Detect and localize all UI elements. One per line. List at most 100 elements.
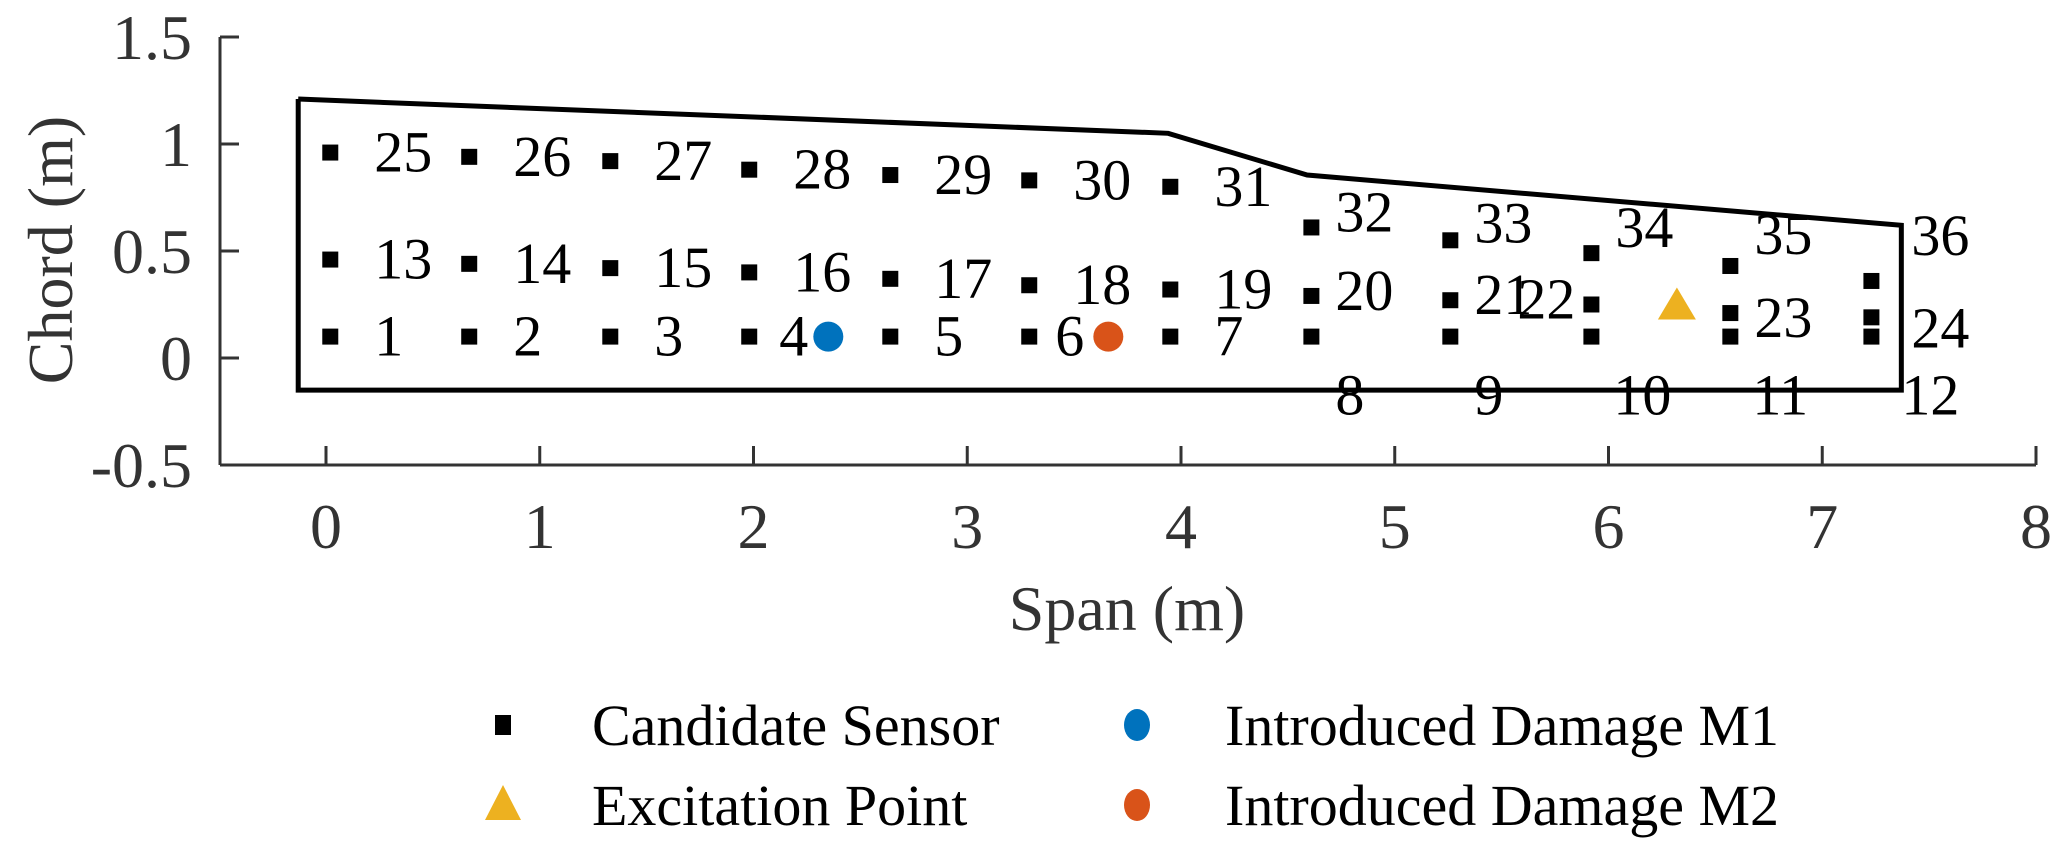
sensor-label: 28 xyxy=(793,137,851,202)
sensor-label: 31 xyxy=(1214,154,1272,219)
sensor-label: 1 xyxy=(374,304,403,369)
sensor-label: 27 xyxy=(654,128,712,193)
x-tick-label: 6 xyxy=(1593,491,1625,562)
sensor-label: 3 xyxy=(654,304,683,369)
sensor-label: 14 xyxy=(513,231,571,296)
sensor-marker xyxy=(1303,219,1320,236)
y-tick-label: 0 xyxy=(160,323,192,394)
sensor-label: 18 xyxy=(1073,252,1131,317)
x-tick-label: 3 xyxy=(951,491,983,562)
legend-circle-icon xyxy=(1124,709,1150,741)
x-tick-label: 7 xyxy=(1806,491,1838,562)
sensor-label: 5 xyxy=(934,304,963,369)
plot-marks xyxy=(322,144,1880,352)
sensor-marker xyxy=(602,260,619,277)
legend-label: Excitation Point xyxy=(592,773,967,838)
sensor-marker xyxy=(1303,287,1320,304)
sensor-label: 10 xyxy=(1613,363,1671,428)
sensor-label: 6 xyxy=(1055,304,1084,369)
sensor-marker xyxy=(461,328,478,345)
sensor-marker xyxy=(1021,277,1038,294)
sensor-marker xyxy=(1162,178,1179,195)
sensor-marker xyxy=(1583,296,1600,313)
sensor-marker xyxy=(1863,309,1880,326)
sensor-marker xyxy=(1583,328,1600,345)
sensor-marker xyxy=(1162,328,1179,345)
legend-label: Introduced Damage M2 xyxy=(1225,773,1779,838)
legend-circle-icon xyxy=(1124,789,1150,821)
legend-triangle-icon xyxy=(485,785,521,820)
sensor-label: 29 xyxy=(934,142,992,207)
sensor-label: 36 xyxy=(1911,203,1969,268)
x-tick-label: 2 xyxy=(738,491,770,562)
sensor-label: 16 xyxy=(793,239,851,304)
sensor-label: 13 xyxy=(374,227,432,292)
sensor-label: 33 xyxy=(1474,190,1532,255)
sensor-marker xyxy=(1722,305,1739,322)
sensor-marker xyxy=(741,328,758,345)
sensor-label: 30 xyxy=(1073,147,1131,212)
sensor-label: 7 xyxy=(1214,304,1243,369)
legend-entry: Introduced Damage M2 xyxy=(1124,773,1779,838)
sensor-marker xyxy=(1863,328,1880,345)
sensor-marker xyxy=(322,328,339,345)
y-tick-label: 1.5 xyxy=(112,2,192,73)
sensor-marker xyxy=(882,328,899,345)
sensor-label: 22 xyxy=(1517,267,1575,332)
sensor-marker xyxy=(1442,328,1459,345)
legend-entry: Introduced Damage M1 xyxy=(1124,693,1779,758)
legend-entry: Excitation Point xyxy=(485,773,967,838)
sensor-marker xyxy=(322,144,339,161)
legend-entry: Candidate Sensor xyxy=(495,693,1000,758)
sensor-marker xyxy=(602,328,619,345)
sensor-marker xyxy=(1442,292,1459,309)
introduced-damage-m2-marker xyxy=(1093,321,1124,352)
introduced-damage-m1-marker xyxy=(813,321,844,352)
sensor-marker xyxy=(461,148,478,165)
sensor-marker xyxy=(322,251,339,268)
sensor-label: 32 xyxy=(1335,179,1393,244)
sensor-marker xyxy=(1162,281,1179,298)
sensor-label: 26 xyxy=(513,124,571,189)
x-tick-label: 5 xyxy=(1379,491,1411,562)
legend-square-icon xyxy=(495,715,511,735)
sensor-label: 8 xyxy=(1335,363,1364,428)
y-tick-label: 1 xyxy=(160,109,192,180)
y-axis-label: Chord (m) xyxy=(15,116,86,384)
sensor-marker xyxy=(461,255,478,272)
x-tick-label: 8 xyxy=(2020,491,2052,562)
sensor-label: 21 xyxy=(1474,262,1532,327)
wing-outline xyxy=(295,96,1904,393)
sensor-label: 17 xyxy=(934,246,992,311)
x-tick-label: 1 xyxy=(524,491,556,562)
sensor-label: 23 xyxy=(1754,285,1812,350)
sensor-label: 12 xyxy=(1901,363,1959,428)
sensor-marker xyxy=(1722,328,1739,345)
sensor-label: 4 xyxy=(779,304,808,369)
sensor-marker xyxy=(741,264,758,281)
sensor-label: 20 xyxy=(1335,258,1393,323)
y-tick-label: -0.5 xyxy=(91,430,192,501)
x-tick-label: 0 xyxy=(310,491,342,562)
sensor-label: 15 xyxy=(654,235,712,300)
y-tick-label: 0.5 xyxy=(112,216,192,287)
excitation-point-marker xyxy=(1657,287,1696,320)
sensor-marker xyxy=(1021,172,1038,189)
x-axis-label: Span (m) xyxy=(1009,573,1245,644)
y-ticks: -0.5 0 0.5 1 1.5 xyxy=(91,2,239,501)
sensor-marker xyxy=(741,161,758,178)
sensor-marker xyxy=(1863,272,1880,289)
legend-label: Candidate Sensor xyxy=(592,693,1000,758)
sensor-label: 9 xyxy=(1474,363,1503,428)
sensor-marker xyxy=(602,153,619,170)
sensor-label: 11 xyxy=(1752,363,1808,428)
sensor-marker xyxy=(1583,245,1600,262)
legend-label: Introduced Damage M1 xyxy=(1225,693,1779,758)
sensor-label: 35 xyxy=(1754,202,1812,267)
sensor-marker xyxy=(1021,328,1038,345)
